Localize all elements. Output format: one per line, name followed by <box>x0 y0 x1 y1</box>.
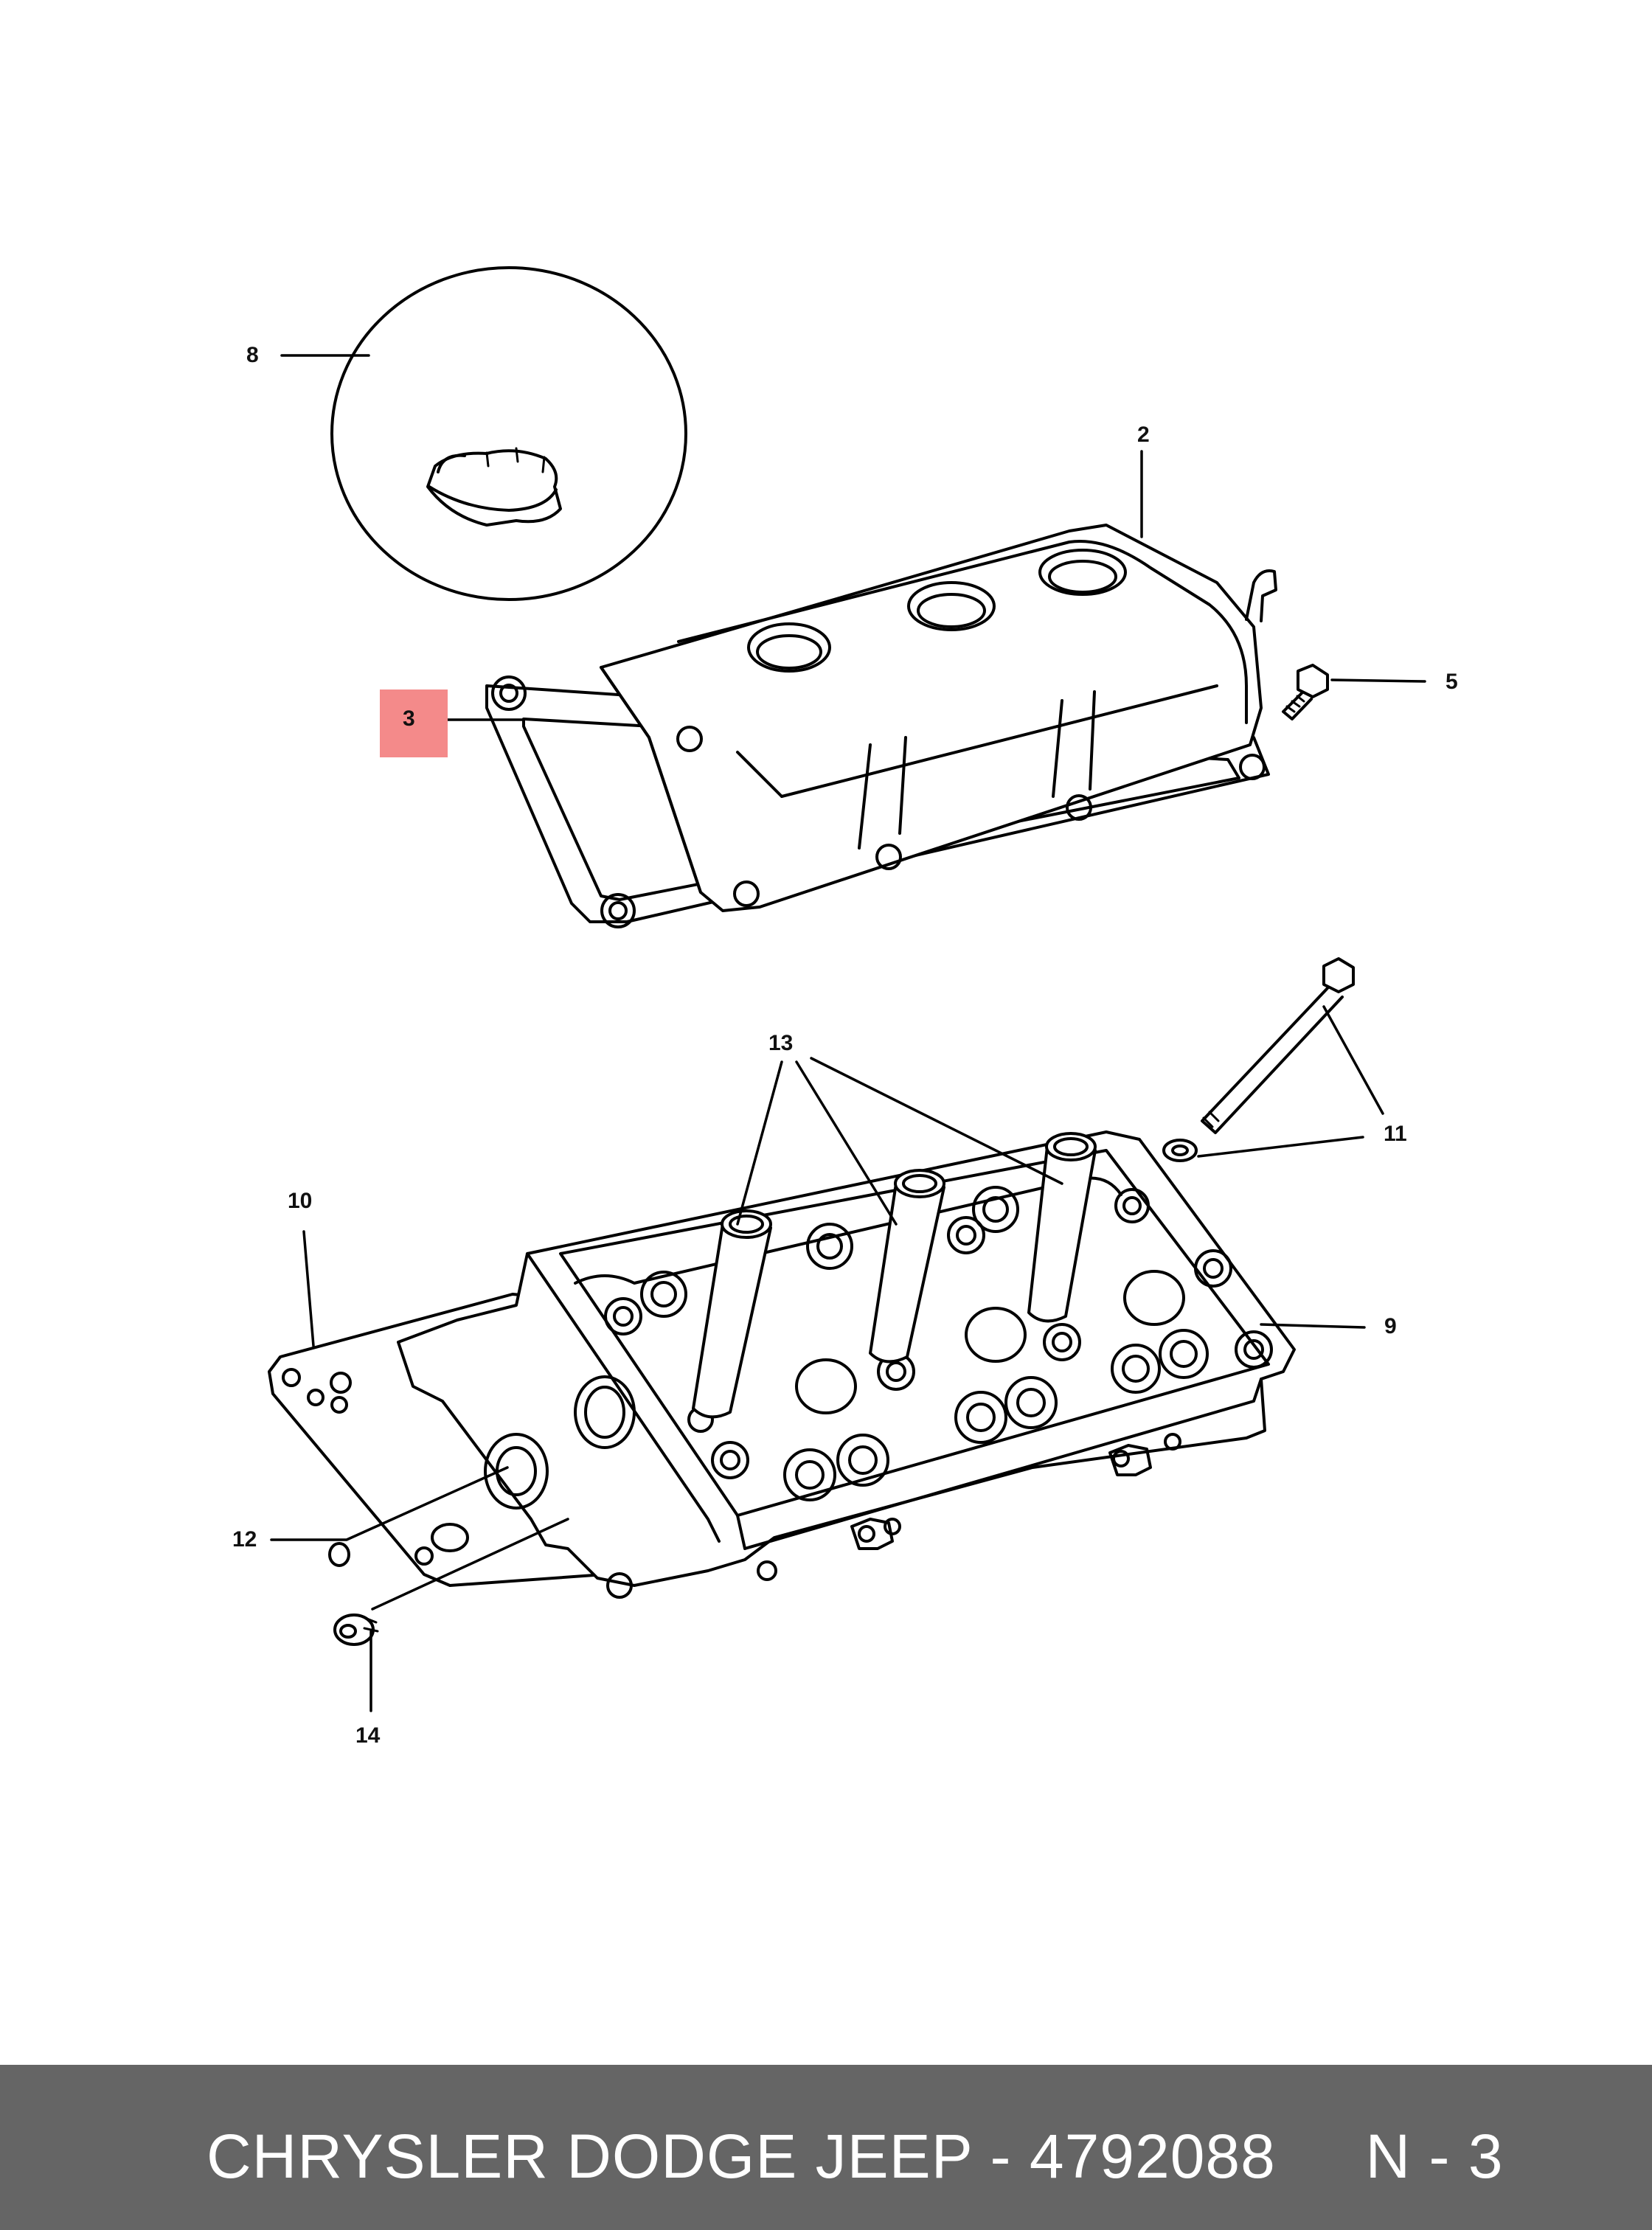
callout-13: 13 <box>768 1031 794 1055</box>
callout-12: 12 <box>232 1527 257 1552</box>
callout-10: 10 <box>288 1189 313 1213</box>
callout-2: 2 <box>1137 423 1150 447</box>
callout-11: 11 <box>1384 1122 1407 1146</box>
callout-9: 9 <box>1384 1314 1397 1338</box>
cover-bolt <box>1282 664 1329 720</box>
core-plug <box>333 1614 379 1646</box>
valve-springs <box>640 1186 1209 1501</box>
callout-3: 3 <box>403 706 415 731</box>
callout-14: 14 <box>355 1723 381 1748</box>
footer-part-number: CHRYSLER DODGE JEEP - 4792088 N - 3 <box>206 2122 1504 2191</box>
valve-cover <box>600 524 1277 912</box>
callout-3-highlight <box>380 690 448 757</box>
spark-plug-tubes <box>692 1132 1097 1419</box>
parts-diagram <box>268 266 1426 1712</box>
dowel-pin <box>328 1542 350 1567</box>
callout-8: 8 <box>246 343 259 367</box>
head-bolt <box>1162 957 1355 1162</box>
cylinder-head <box>397 1130 1296 1599</box>
oil-cap-detail <box>330 266 687 601</box>
valve-cover-gasket <box>485 675 1270 928</box>
callout-5: 5 <box>1446 670 1458 694</box>
leader-lines <box>270 354 1426 1712</box>
footer-banner: CHRYSLER DODGE JEEP - 4792088 N - 3 <box>0 2065 1652 2230</box>
